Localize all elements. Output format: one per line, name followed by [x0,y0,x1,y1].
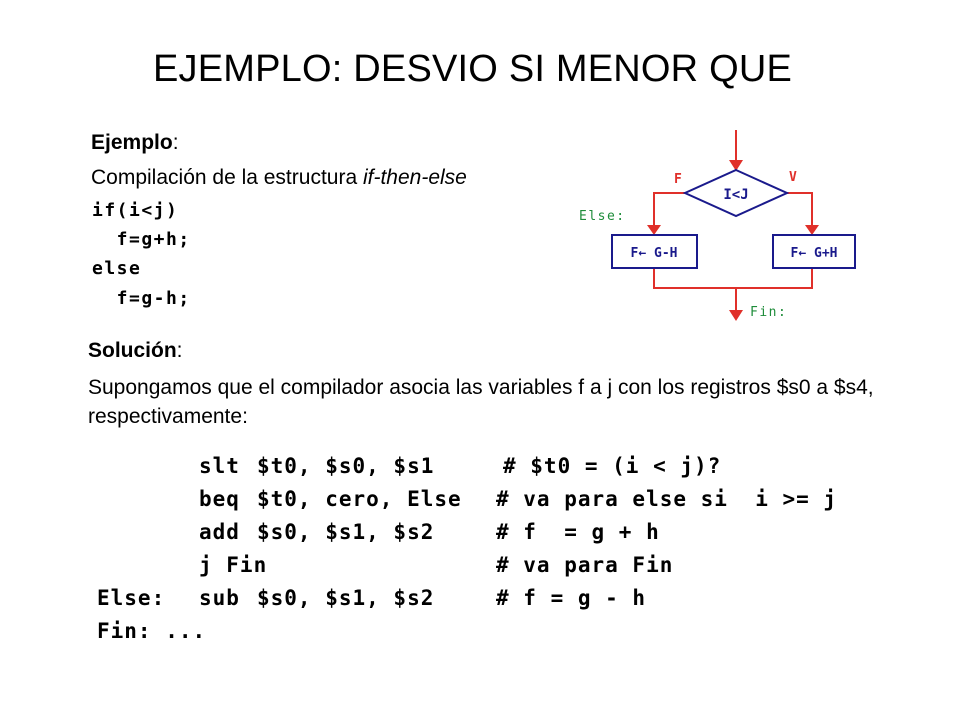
code-line-1: if(i<j) [92,200,179,221]
left-box [611,234,698,269]
code-line-3: else [92,258,142,279]
exit-arrowhead [729,310,743,321]
asm-instr: add [199,520,240,544]
solution-heading: Solución: [88,339,183,363]
entry-arrowhead [729,160,743,171]
code-line-2: f=g+h; [92,229,191,250]
asm-operands: $s0, $s1, $s2 [257,586,435,610]
asm-comment: # va para Fin [496,553,674,577]
example-desc-prefix: Compilación de la estructura [91,166,363,189]
true-label: V [789,170,797,185]
right-box [772,234,856,269]
solution-heading-bold: Solución [88,339,177,362]
left-merge-line [653,269,736,289]
false-label: F [674,172,682,187]
asm-instr: slt [199,454,240,478]
right-merge-line [736,269,813,289]
example-heading-bold: Ejemplo [91,131,173,154]
example-heading: Ejemplo: [91,131,179,155]
left-box-text: F← G-H [631,246,678,261]
fin-label: Fin: [750,305,787,320]
asm-instr: beq [199,487,240,511]
solution-text: Supongamos que el compilador asocia las … [88,376,874,428]
example-heading-colon: : [172,131,179,154]
asm-instr: j Fin [199,553,268,577]
asm-instr: sub [199,586,240,610]
else-label: Else: [579,209,626,224]
right-arrowhead [805,225,819,235]
asm-label: Else: [97,586,166,610]
asm-operands: $t0, cero, Else [257,487,462,511]
asm-operands: $s0, $s1, $s2 [257,520,435,544]
true-branch-line [786,192,813,233]
flowchart-lines [653,130,813,318]
asm-label: Fin: ... [97,619,207,643]
page-title: EJEMPLO: DESVIO SI MENOR QUE [152,48,793,90]
example-description: Compilación de la estructura if-then-els… [91,166,467,190]
solution-heading-colon: : [176,339,183,362]
asm-comment: # f = g + h [496,520,660,544]
condition-text: I<J [723,187,748,203]
condition-diamond [682,168,790,218]
asm-comment: # $t0 = (i < j)? [503,454,722,478]
left-arrowhead [647,225,661,235]
asm-comment: # va para else si i >= j [496,487,838,511]
arrowheads [647,160,819,321]
code-line-4: f=g-h; [92,288,191,309]
right-box-text: F← G+H [791,246,838,261]
asm-operands: $t0, $s0, $s1 [257,454,435,478]
false-branch-line [653,192,687,233]
example-desc-italic: if-then-else [362,166,467,189]
asm-comment: # f = g - h [496,586,647,610]
